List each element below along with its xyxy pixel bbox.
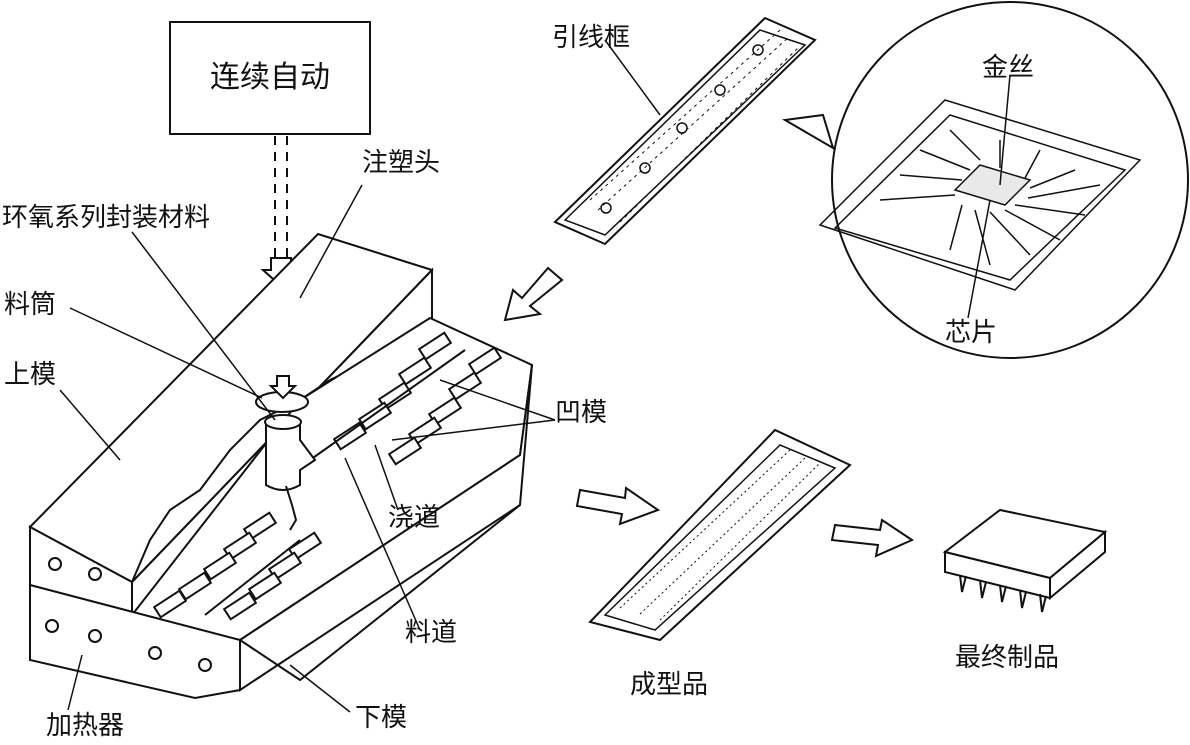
- label-molded-product: 成型品: [630, 670, 709, 700]
- label-epoxy-material: 环氧系列封装材料: [2, 203, 211, 233]
- final-product-ic: [942, 508, 1108, 613]
- arrow-to-final-icon: [830, 518, 915, 558]
- label-lead-frame: 引线框: [552, 23, 631, 53]
- label-gate: 浇道: [388, 503, 441, 533]
- label-cavity: 凹模: [555, 398, 608, 428]
- label-automation: 连续自动: [210, 60, 330, 95]
- arrow-leadframe-to-mold-icon: [503, 266, 564, 322]
- label-heater: 加热器: [46, 711, 125, 741]
- barrel-arrow-icon: [268, 375, 298, 400]
- label-barrel: 料筒: [4, 290, 57, 320]
- label-injection-head: 注塑头: [362, 148, 441, 178]
- label-upper-mold: 上模: [4, 360, 57, 390]
- label-runner: 料道: [405, 618, 458, 648]
- automation-box: [169, 21, 371, 135]
- cavities-lower: [152, 511, 323, 621]
- arrow-to-molded-icon: [575, 486, 661, 526]
- label-chip: 芯片: [945, 318, 998, 348]
- leader-lines: [59, 39, 1011, 713]
- label-lower-mold: 下模: [355, 703, 408, 733]
- molded-strip: [588, 428, 852, 642]
- lead-frame: [553, 16, 817, 246]
- label-gold-wire: 金丝: [982, 53, 1035, 83]
- label-final-product: 最终制品: [955, 643, 1060, 673]
- barrel: [255, 375, 317, 531]
- magnified-view: [781, 1, 1189, 359]
